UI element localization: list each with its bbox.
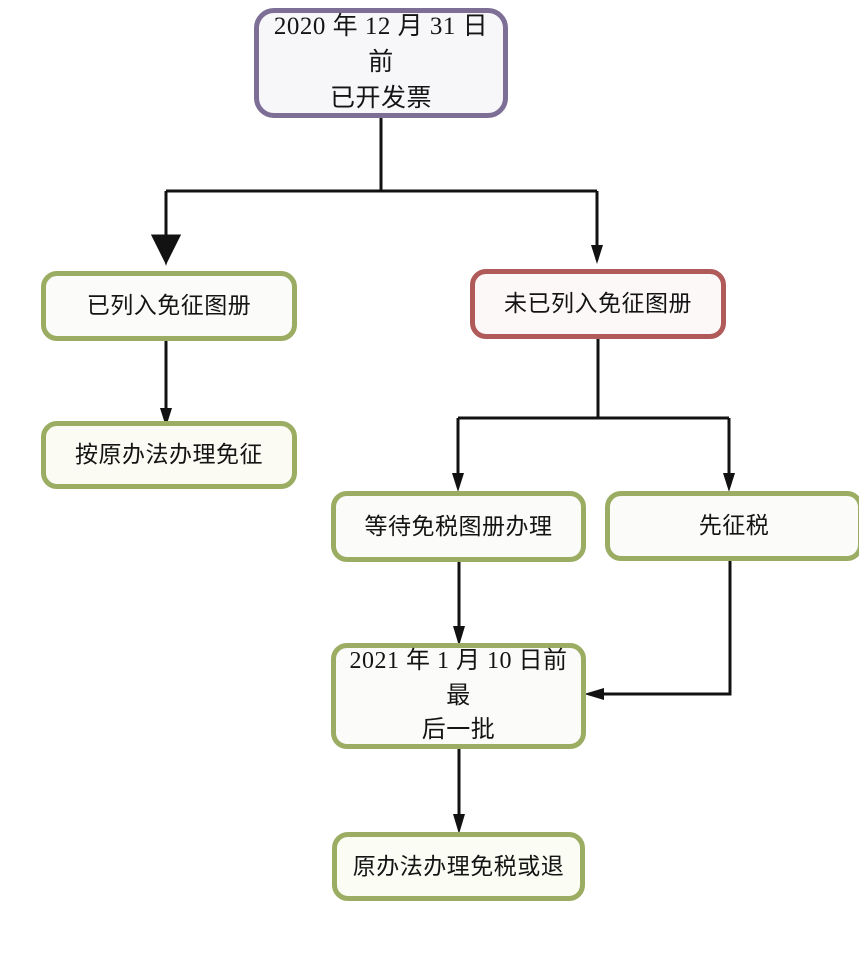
node-listed-in-exemption-catalog[interactable]: 已列入免征图册 [41,271,297,341]
edge-invoiced-split [150,118,603,266]
edge-wait-to-last-batch [453,562,465,646]
node-listed-label: 已列入免征图册 [86,293,252,319]
node-last-batch-before-2021-01-10[interactable]: 2021 年 1 月 10 日前最 后一批 [331,643,586,749]
node-wait-manual-label: 等待免税图册办理 [364,513,553,539]
edge-listed-to-old-method [160,341,172,427]
node-old-method-exemption-or-refund[interactable]: 原办法办理免税或退 [332,832,585,901]
node-invoiced-before-2020-12-31[interactable]: 2020 年 12 月 31 日前 已开发票 [254,8,508,118]
node-prepay-tax[interactable]: 先征税 [605,491,859,561]
node-last-batch-label: 2021 年 1 月 10 日前最 后一批 [349,647,568,744]
node-not-listed-in-exemption-catalog[interactable]: 未已列入免征图册 [470,269,726,339]
node-invoiced-label: 2020 年 12 月 31 日前 已开发票 [273,12,489,113]
node-wait-for-tax-free-catalog[interactable]: 等待免税图册办理 [331,491,586,562]
edge-last-batch-to-refund [453,749,465,834]
node-old-method-exempt-label: 按原办法办理免征 [75,442,263,468]
edge-prepay-to-last-batch [584,561,732,700]
node-prepay-tax-label: 先征税 [698,513,770,539]
node-not-listed-label: 未已列入免征图册 [504,291,692,317]
node-refund-label: 原办法办理免税或退 [352,853,565,879]
node-old-method-exemption[interactable]: 按原办法办理免征 [41,421,297,489]
edge-not-listed-split [452,339,735,492]
